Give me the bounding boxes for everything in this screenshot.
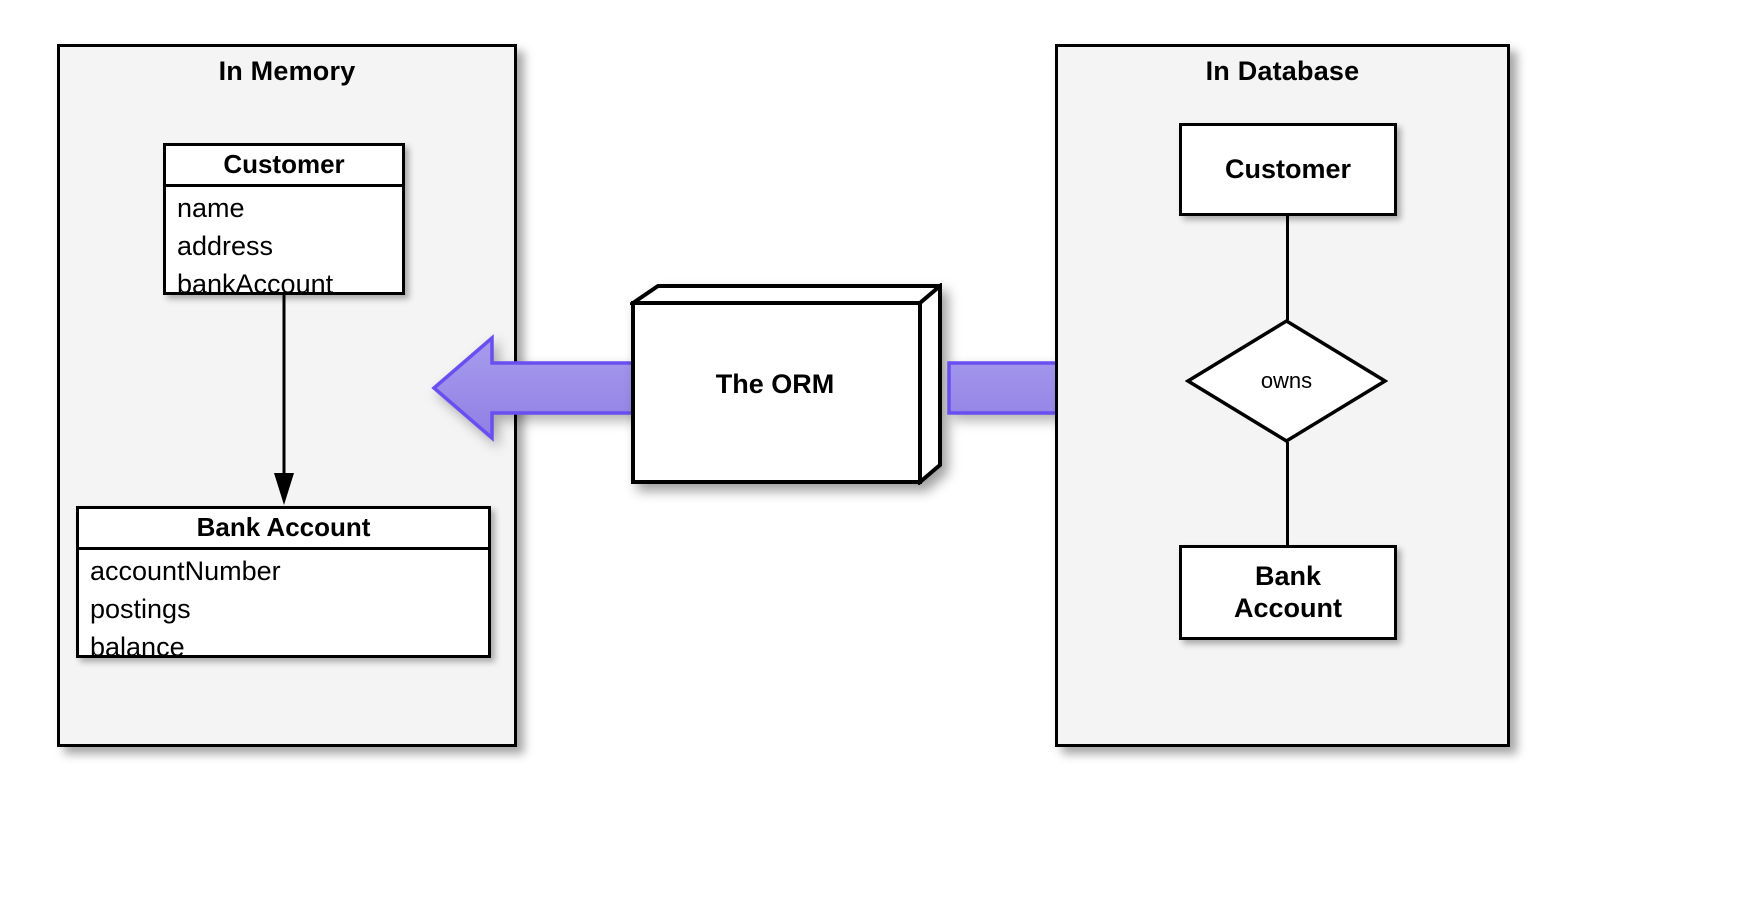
er-connector-owns-bankaccount bbox=[1286, 442, 1289, 547]
uml-attribute: address bbox=[177, 231, 274, 262]
panel-in-memory-title: In Memory bbox=[218, 56, 356, 86]
orm-cube-shape[interactable] bbox=[630, 283, 942, 485]
uml-class-customer-attributes: name address bankAccount bbox=[166, 187, 402, 308]
er-entity-bank-account-label: Bank Account bbox=[1234, 561, 1342, 625]
er-connector-customer-owns bbox=[1286, 216, 1289, 320]
uml-attribute: bankAccount bbox=[177, 268, 334, 299]
uml-class-bank-account[interactable]: Bank Account accountNumber postings bala… bbox=[76, 506, 491, 662]
uml-class-customer-name: Customer bbox=[166, 146, 402, 188]
uml-class-bank-account-name: Bank Account bbox=[79, 509, 488, 551]
uml-attribute: name bbox=[177, 193, 245, 224]
er-entity-customer[interactable]: Customer bbox=[1179, 123, 1397, 216]
er-entity-customer-label: Customer bbox=[1224, 153, 1352, 184]
uml-class-customer[interactable]: Customer name address bankAccount bbox=[163, 143, 405, 299]
panel-in-database-title: In Database bbox=[1205, 56, 1360, 86]
uml-class-bank-account-attributes: accountNumber postings balance bbox=[79, 550, 488, 671]
er-relationship-owns-shape[interactable] bbox=[1185, 318, 1388, 444]
er-entity-bank-account-line2: Account bbox=[1234, 592, 1342, 623]
association-arrow-icon bbox=[274, 295, 294, 505]
uml-attribute: accountNumber bbox=[90, 556, 281, 587]
er-entity-bank-account-line1: Bank bbox=[1254, 560, 1322, 591]
uml-attribute: postings bbox=[90, 594, 191, 625]
er-entity-bank-account[interactable]: Bank Account bbox=[1179, 545, 1397, 640]
arrow-to-memory-icon[interactable] bbox=[430, 330, 645, 446]
uml-attribute: balance bbox=[90, 631, 185, 662]
